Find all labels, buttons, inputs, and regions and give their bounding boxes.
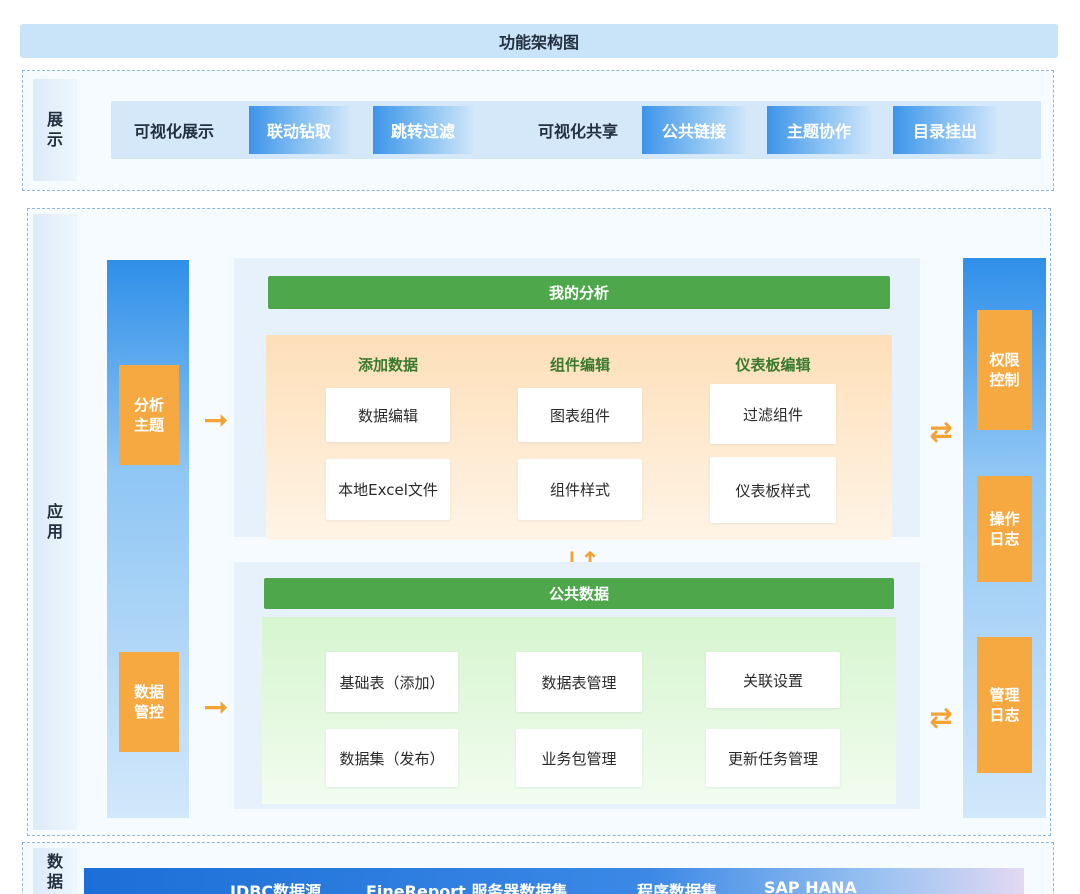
linked-drill-item: 联动钻取 xyxy=(249,106,349,154)
display-section-label: 展 示 xyxy=(33,79,77,181)
data-source-row: JDBC数据源 FineReport 服务器数据集 程序数据集 SAP HANA xyxy=(84,868,1024,894)
right-arrow-icon: ➞ xyxy=(203,402,229,438)
component-edit-header: 组件编辑 xyxy=(549,355,610,374)
data-section-label: 数 据 xyxy=(33,848,77,894)
add-data-header: 添加数据 xyxy=(357,355,418,374)
filter-component-card: 过滤组件 xyxy=(710,384,836,444)
finereport-dataset-item: FineReport 服务器数据集 xyxy=(366,882,568,894)
data-table-manage-card: 数据表管理 xyxy=(516,652,642,712)
operation-log-box: 操作 日志 xyxy=(977,476,1032,582)
analysis-topic-box: 分析 主题 xyxy=(119,365,179,465)
public-data-title: 公共数据 xyxy=(264,578,894,609)
relation-setting-card: 关联设置 xyxy=(706,652,840,708)
bidirectional-arrow-icon: ⇄ xyxy=(929,414,953,448)
topic-collab-item: 主题协作 xyxy=(767,106,871,154)
catalog-mount-item: 目录挂出 xyxy=(893,106,997,154)
jump-filter-item: 跳转过滤 xyxy=(373,106,473,154)
visual-share-label: 可视化共享 xyxy=(537,122,618,141)
permission-control-box: 权限 控制 xyxy=(977,310,1032,430)
jdbc-source-item: JDBC数据源 xyxy=(230,882,322,894)
visual-display-label: 可视化展示 xyxy=(133,122,214,141)
program-dataset-item: 程序数据集 xyxy=(637,882,718,894)
chart-component-card: 图表组件 xyxy=(518,388,642,442)
sap-hana-item: SAP HANA xyxy=(764,878,857,894)
management-log-box: 管理 日志 xyxy=(977,637,1032,773)
bidirectional-arrow-icon: ⇄ xyxy=(929,700,953,734)
local-excel-card: 本地Excel文件 xyxy=(326,459,450,520)
dataset-publish-card: 数据集（发布） xyxy=(326,729,458,787)
my-analysis-title: 我的分析 xyxy=(268,276,890,309)
update-task-card: 更新任务管理 xyxy=(706,729,840,787)
business-package-card: 业务包管理 xyxy=(516,729,642,787)
public-link-item: 公共链接 xyxy=(642,106,746,154)
diagram-title: 功能架构图 xyxy=(20,24,1058,58)
data-edit-card: 数据编辑 xyxy=(326,388,450,442)
dashboard-style-card: 仪表板样式 xyxy=(710,457,836,523)
application-section-label: 应 用 xyxy=(33,214,77,830)
dashboard-edit-header: 仪表板编辑 xyxy=(735,355,811,374)
data-control-box: 数据 管控 xyxy=(119,652,179,752)
base-table-card: 基础表（添加） xyxy=(326,652,458,712)
component-style-card: 组件样式 xyxy=(518,459,642,520)
display-feature-row: 可视化展示 联动钻取 跳转过滤 可视化共享 公共链接 主题协作 目录挂出 xyxy=(111,101,1041,159)
right-arrow-icon: ➞ xyxy=(203,689,229,725)
